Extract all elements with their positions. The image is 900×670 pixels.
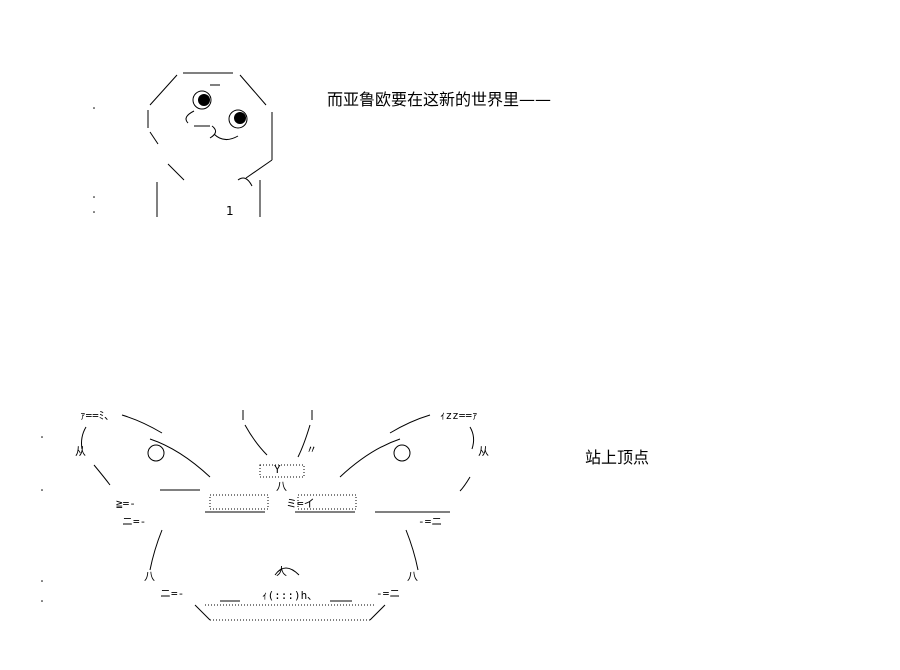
art-left-arm: 从 [75, 445, 86, 458]
art-right-step1: -=ニ [418, 515, 442, 528]
art-upper-mid: 〃 [306, 443, 317, 456]
caption-text-1: 而亚鲁欧要在这新的世界里—— [327, 90, 552, 109]
butterfly-drawing: ｧ==ﾐ､ ｨzz==ｧ 从 从 〃 Y 八 ミ=イ ≧=- ニ=- -=ニ 八… [41, 409, 489, 621]
art-left-step1: ≧=- [116, 497, 136, 510]
ascii-art-butterfly: ｧ==ﾐ､ ｨzz==ｧ 从 从 〃 Y 八 ミ=イ ≧=- ニ=- -=ニ 八… [30, 395, 520, 630]
left-eye [192, 90, 212, 110]
chin-mark: 1 [226, 204, 234, 218]
art-center-mi: ミ=イ [286, 497, 315, 510]
round-face-drawing: 1 [93, 72, 273, 218]
art-center-low: 人 [276, 565, 287, 578]
art-label-tr: ｨzz==ｧ [440, 409, 478, 422]
art-right-base: -=ニ [376, 587, 400, 600]
art-bottom-center: ｨ(:::)h､ [262, 589, 313, 602]
art-left-step2: ニ=- [122, 515, 146, 528]
art-left-base: ニ=- [160, 587, 184, 600]
art-center-ha: 八 [276, 480, 287, 493]
caption-text-2: 站上顶点 [585, 448, 650, 467]
art-left-leg: 八 [144, 570, 155, 583]
art-right-arm: 从 [478, 445, 489, 458]
right-eye [228, 109, 248, 129]
art-right-leg: 八 [407, 570, 418, 583]
art-label-tl: ｧ==ﾐ､ [80, 409, 110, 422]
art-center-y: Y [274, 463, 281, 476]
ascii-art-round-face: 1 [80, 60, 290, 225]
